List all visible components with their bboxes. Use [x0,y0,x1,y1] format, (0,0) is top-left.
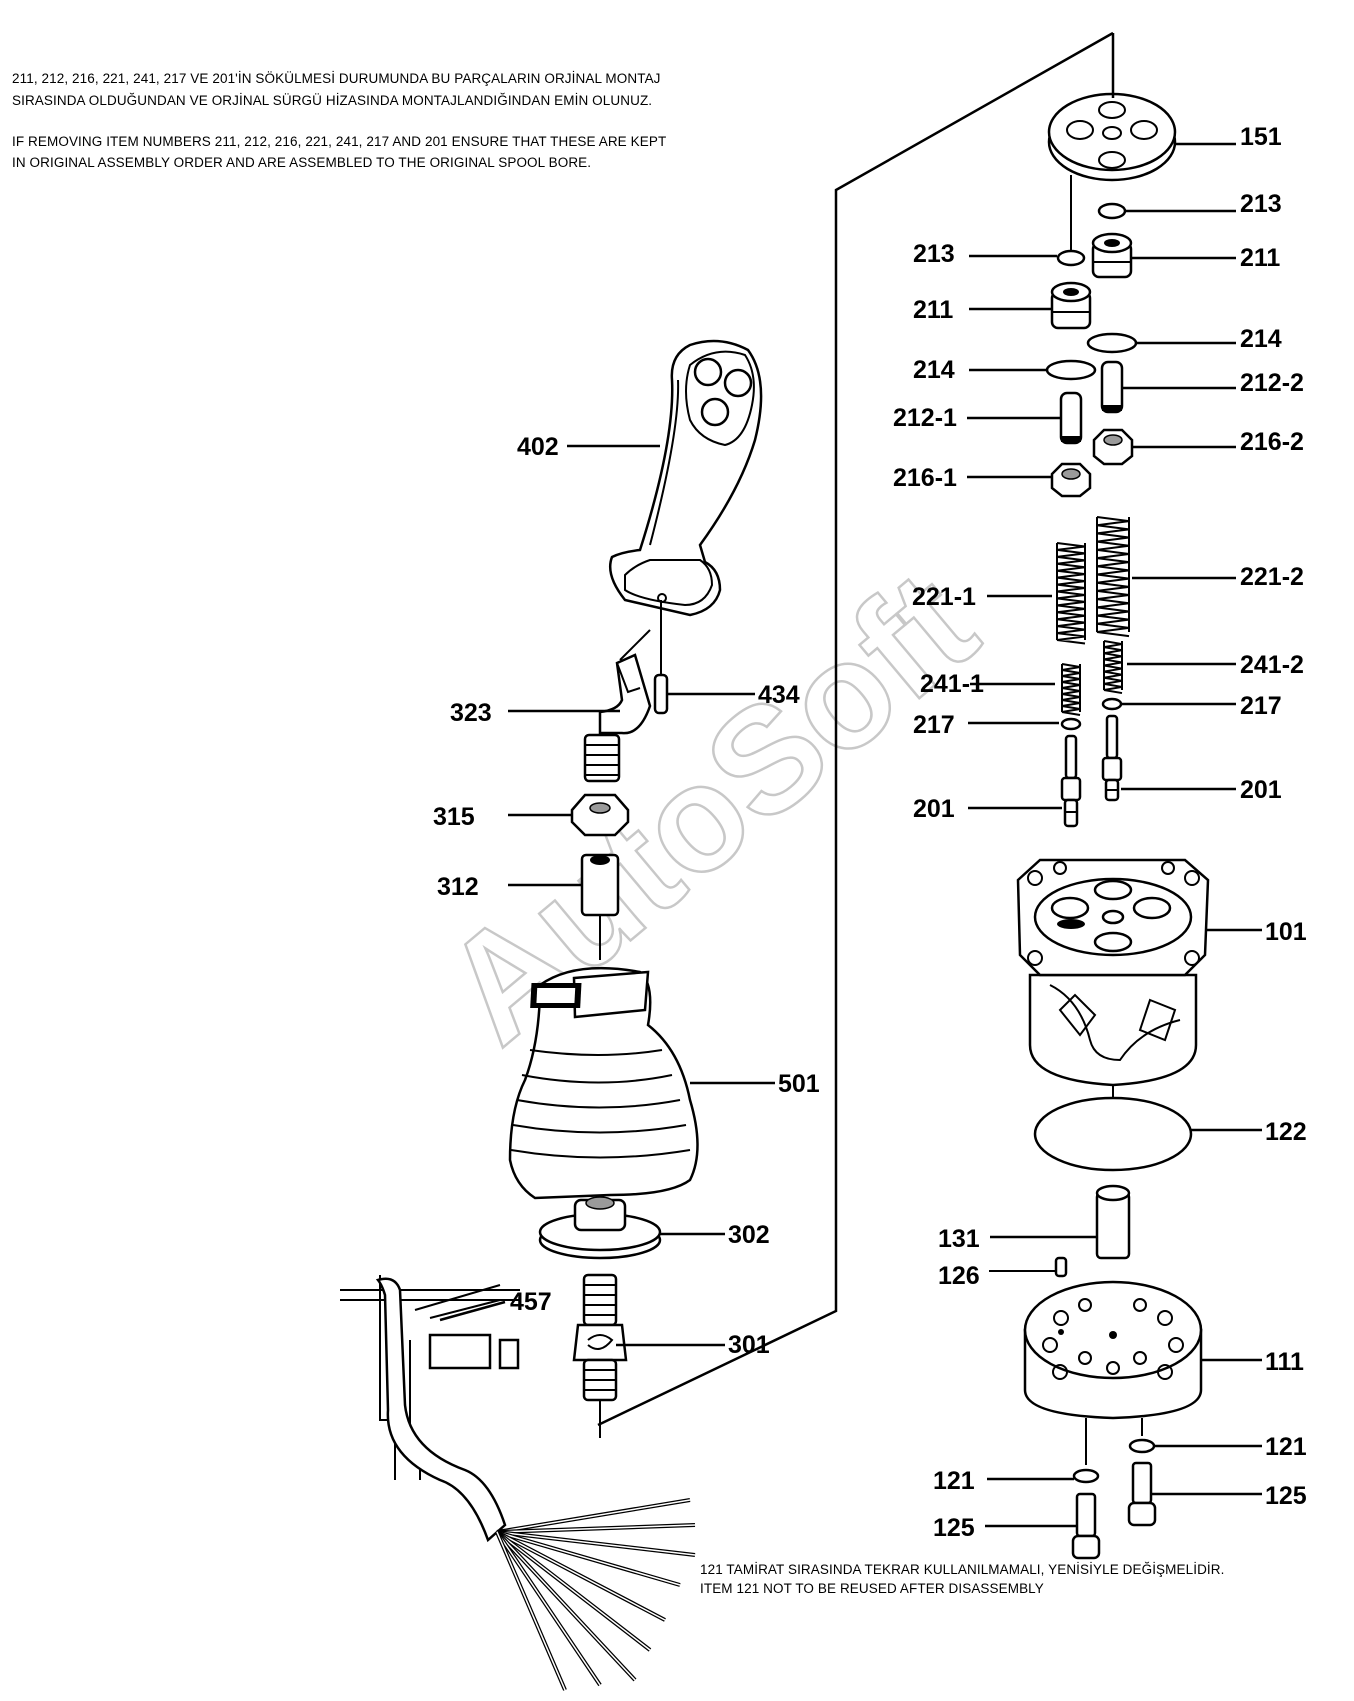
leader-lines-left [439,444,775,1347]
universal-joint-301 [572,1273,628,1438]
label-241-2: 241-2 [1240,651,1304,679]
note-en-line-2: IN ORIGINAL ASSEMBLY ORDER AND ARE ASSEM… [12,155,592,170]
bolt-125-left [1071,1492,1101,1560]
label-125-right: 125 [1265,1482,1307,1510]
label-214-left: 214 [913,356,955,384]
push-rod-201-left [1060,734,1082,828]
handle-402 [608,339,763,617]
label-217-left: 217 [913,711,955,739]
label-201-left: 201 [913,795,955,823]
label-131: 131 [938,1225,980,1253]
pin-434 [653,673,669,715]
body-101 [1016,858,1210,1087]
nut-315 [570,793,630,837]
label-212-1: 212-1 [893,404,957,432]
washer-121-left [1072,1468,1100,1484]
washer-121-right [1128,1438,1156,1454]
label-111: 111 [1265,1348,1304,1376]
note-en-line-1: IF REMOVING ITEM NUMBERS 211, 212, 216, … [12,134,667,149]
label-221-2: 221-2 [1240,563,1304,591]
label-241-1: 241-1 [920,670,984,698]
label-211-right: 211 [1240,244,1280,272]
cable-wires [495,1498,696,1691]
spring-241-2 [1103,640,1123,695]
label-217-right: 217 [1240,692,1282,720]
label-501: 501 [778,1070,820,1098]
spring-221-2 [1096,516,1130,638]
pin-212-1 [1059,391,1083,445]
label-402: 402 [517,433,559,461]
note-tr-line-2: SIRASINDA OLDUĞUNDAN VE ORJİNAL SÜRGÜ Hİ… [12,93,653,108]
label-201-right: 201 [1240,776,1282,804]
seal-213-left [1056,249,1086,267]
o-ring-214-right [1086,332,1138,354]
o-ring-214-left [1045,359,1097,381]
label-216-2: 216-2 [1240,428,1304,456]
label-302: 302 [728,1221,770,1249]
label-434: 434 [758,681,800,709]
label-216-1: 216-1 [893,464,957,492]
label-213-left: 213 [913,240,955,268]
assembly-frame-line [597,31,1114,1427]
boot-501 [508,966,699,1200]
nut-216-1 [1050,462,1092,498]
cable-harness-457 [340,1275,520,1543]
washer-217-left [1060,717,1082,731]
label-125-left: 125 [933,1514,975,1542]
label-457: 457 [510,1288,552,1316]
label-213-right: 213 [1240,190,1282,218]
bushing-131 [1095,1184,1131,1260]
label-312: 312 [437,873,479,901]
label-221-1: 221-1 [912,583,976,611]
pin-212-2 [1100,360,1124,414]
label-121-left: 121 [933,1467,975,1495]
base-plate-111 [1023,1280,1203,1420]
label-214-right: 214 [1240,325,1282,353]
note-bottom-tr: 121 TAMİRAT SIRASINDA TEKRAR KULLANILMAM… [700,1562,1225,1577]
leader-lines-right [967,142,1262,1528]
adapter-323 [583,629,652,783]
note-bottom-en: ITEM 121 NOT TO BE REUSED AFTER DISASSEM… [700,1581,1044,1596]
label-151: 151 [1240,123,1282,151]
plug-211-left [1050,281,1092,330]
label-126: 126 [938,1262,980,1290]
label-323: 323 [450,699,492,727]
collar-302 [538,1196,662,1260]
push-rod-201-right [1101,714,1123,802]
pin-126 [1054,1256,1068,1278]
spring-221-1 [1056,542,1086,645]
plug-211-right [1091,232,1133,279]
label-121-right: 121 [1265,1433,1307,1461]
nut-216-2 [1092,428,1134,466]
washer-217-right [1101,697,1123,711]
label-212-2: 212-2 [1240,369,1304,397]
seal-213-right [1097,202,1127,220]
spring-241-1 [1061,663,1081,716]
label-301: 301 [728,1331,770,1359]
plate-151 [1047,92,1177,182]
label-315: 315 [433,803,475,831]
o-ring-122 [1033,1096,1193,1172]
bolt-125-right [1127,1461,1157,1527]
coupler-312 [580,853,620,960]
label-211-left: 211 [913,296,953,324]
label-101: 101 [1265,918,1307,946]
label-122: 122 [1265,1118,1307,1146]
note-tr-line-1: 211, 212, 216, 221, 241, 217 VE 201'İN S… [12,71,661,86]
